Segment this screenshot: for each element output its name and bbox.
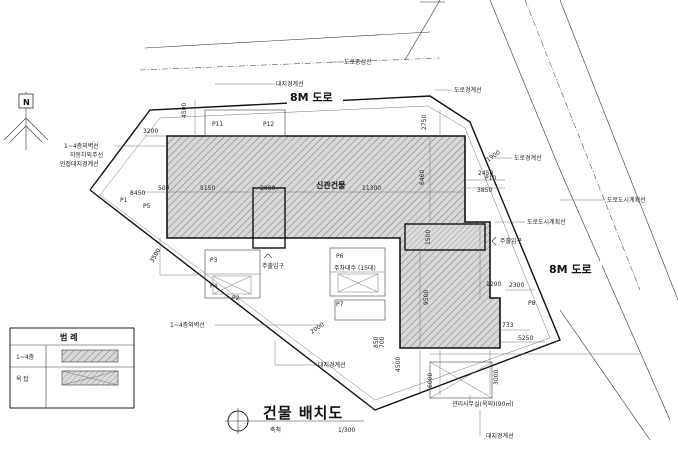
dim-11300: 11300 (362, 185, 381, 192)
dim-5250: 5250 (518, 335, 533, 342)
title-block: 건물 배치도 축척 1/300 (225, 404, 364, 434)
dim-6000: 6000 (427, 373, 434, 388)
slot-p8: P8 (528, 300, 536, 307)
building-name: 신관건물 (316, 180, 346, 190)
label-setback: 인접대지경계선 (60, 160, 99, 168)
dim-733: 733 (502, 322, 514, 329)
label-site-bottom: 대지경계선 (318, 361, 346, 369)
dim-3500: 3500 (149, 247, 163, 264)
legend-row-2-label: 옥 탑 (16, 375, 29, 383)
dim-8450: 8450 (130, 190, 145, 197)
parking-count-label: 주차대수 (15대) (334, 264, 376, 272)
parking-area: 주차대수 (15대) P11 P12 P1 P5 P3 P4 P6 P7 P8 … (120, 109, 536, 399)
callouts: 도로중심선 대지경계선 도로경계선 도로경계선 도로도시계획선 도로도시계획선 … (60, 58, 646, 440)
label-site-top: 대지경계선 (276, 80, 304, 88)
slot-p2: P2 (232, 295, 240, 302)
entrances: 주출입구 주출입구 (262, 236, 523, 270)
dim-2750: 2750 (421, 115, 428, 130)
label-urban-plan-1: 도로도시계획선 (527, 218, 566, 226)
dim-700: 700 (379, 336, 386, 348)
scale-value: 1/300 (338, 427, 355, 434)
dim-4500-bottom: 4500 (395, 357, 402, 372)
label-urban-plan-2: 도로도시계획선 (607, 196, 646, 204)
label-outer-wall-bottom: 1~4층외벽선 (170, 321, 205, 329)
dimension-lines (140, 100, 640, 395)
dim-2600: 2600 (260, 185, 275, 192)
label-road-center: 도로중심선 (344, 58, 372, 66)
dimension-texts: 4500 3200 2750 6460 5150 2600 11300 500 … (130, 103, 533, 388)
legend-heading: 범 례 (60, 332, 78, 342)
leader-lines (115, 61, 605, 436)
slot-p1: P1 (120, 197, 128, 204)
label-road-boundary-1: 도로경계선 (454, 86, 482, 94)
scale-prefix: 축척 (270, 426, 281, 434)
dim-4500-top: 4500 (181, 103, 188, 118)
slot-p11: P11 (212, 121, 223, 128)
dim-3200: 3200 (143, 128, 158, 135)
site-boundary (89, 95, 561, 411)
dim-1200: 1200 (486, 281, 501, 288)
dim-3850: 3850 (477, 187, 492, 194)
slot-p3: P3 (210, 257, 218, 264)
main-building: 신관건물 (166, 135, 501, 349)
entrance-label-right: 주출입구 (500, 237, 523, 245)
legend-swatch-floors (61, 349, 119, 363)
slot-p10: P10 (485, 175, 496, 182)
dim-500: 500 (158, 185, 170, 192)
dim-5150: 5150 (200, 185, 215, 192)
legend: 범 례 1~4층 옥 탑 (9, 327, 135, 409)
dim-2450: 2450 (478, 170, 493, 177)
label-site-bottom-2: 대지경계선 (486, 432, 514, 440)
roads (139, 0, 678, 441)
dim-3000: 3000 (493, 370, 500, 385)
slot-p4: P4 (210, 283, 218, 290)
label-building-line: 자동차외주선 (70, 151, 103, 159)
dim-850: 850 (373, 336, 380, 348)
north-arrow: N (3, 92, 49, 150)
dim-9500: 9500 (423, 290, 430, 305)
slot-p7: P7 (336, 301, 344, 308)
slot-p5: P5 (143, 203, 151, 210)
label-road-boundary-2: 도로경계선 (514, 154, 542, 162)
label-outer-wall-top: 1~4층외벽선 (64, 142, 99, 150)
slot-p12: P12 (263, 121, 274, 128)
dim-2000: 2000 (309, 321, 326, 336)
slot-p6: P6 (336, 253, 344, 260)
road-label-top: 8M 도로 (290, 91, 333, 104)
dim-1900: 1900 (485, 149, 502, 164)
dim-6460: 6460 (419, 170, 426, 185)
entrance-label-left: 주출입구 (262, 262, 285, 270)
road-labels: 8M 도로 8M 도로 (287, 89, 602, 276)
legend-row-1-label: 1~4층 (16, 353, 35, 361)
road-label-right: 8M 도로 (549, 263, 592, 276)
dim-2300: 2300 (509, 282, 524, 289)
dim-1500: 1500 (425, 230, 432, 245)
drawing-title: 건물 배치도 (263, 404, 343, 422)
label-garbage: 관리사무실(옥외)(90㎡) (452, 400, 514, 408)
north-label: N (23, 98, 30, 107)
